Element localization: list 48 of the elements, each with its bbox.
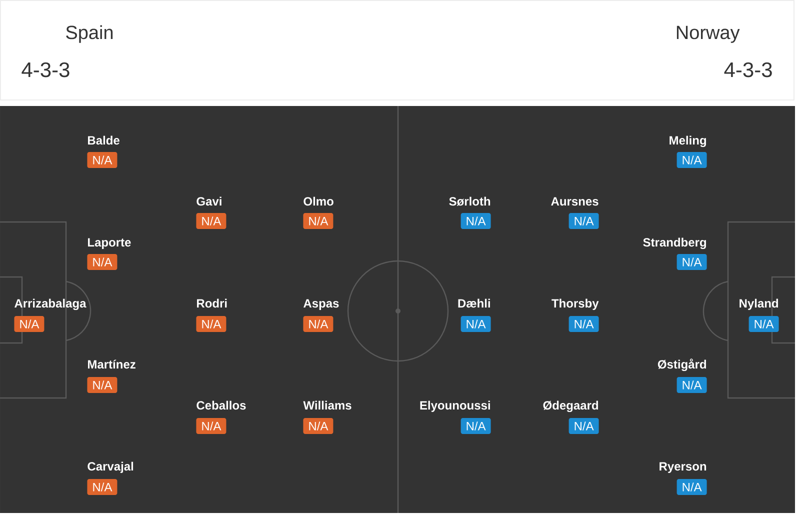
rating-badge: N/A (676, 152, 707, 168)
player-name: Balde (88, 136, 120, 145)
rating-badge: N/A (87, 152, 118, 168)
rating-badge: N/A (460, 418, 491, 434)
rating-badge: N/A (303, 418, 334, 434)
player-name: Rodri (197, 298, 227, 308)
team-name: Spain (66, 25, 113, 43)
player-name: Nyland (740, 298, 778, 310)
formation-label: 4-3-3 (724, 62, 772, 78)
player-name: Martínez (88, 360, 136, 369)
player-name: Ryerson (660, 462, 706, 473)
player-name: Laporte (88, 238, 131, 249)
rating-badge: N/A (14, 316, 44, 332)
player-name: Elyounoussi (420, 400, 490, 412)
player-name: Aursnes (551, 197, 598, 206)
rating-badge: N/A (87, 377, 118, 393)
player-name: Ceballos (196, 400, 246, 410)
player-name: Gavi (196, 196, 222, 206)
rating-badge: N/A (460, 213, 491, 229)
player-name: Thorsby (552, 298, 599, 310)
rating-badge: N/A (87, 479, 118, 495)
rating-badge: N/A (676, 254, 707, 270)
team-name: Norway (676, 26, 740, 43)
rating-badge: N/A (676, 479, 707, 495)
player-name: Carvajal (88, 462, 134, 473)
rating-badge: N/A (303, 316, 334, 332)
rating-badge: N/A (676, 377, 707, 393)
player-name: Meling (670, 136, 706, 148)
player-name: Strandberg (643, 238, 706, 250)
rating-badge: N/A (568, 316, 599, 332)
player-name: Østigård (658, 358, 706, 372)
rating-badge: N/A (303, 213, 334, 229)
rating-badge: N/A (196, 418, 226, 434)
player-name: Olmo (304, 196, 334, 206)
player-name: Arrizabalaga (14, 298, 86, 310)
player-name: Ødegaard (543, 400, 598, 412)
rating-badge: N/A (568, 213, 599, 229)
rating-badge: N/A (460, 316, 491, 332)
rating-badge: N/A (87, 254, 118, 270)
rating-badge: N/A (196, 316, 226, 332)
rating-badge: N/A (568, 418, 599, 434)
player-name: Aspas (304, 299, 339, 310)
rating-badge: N/A (196, 213, 226, 229)
player-name: Sørloth (449, 196, 490, 206)
formation-label: 4-3-3 (22, 62, 70, 78)
rating-badge: N/A (748, 316, 779, 332)
player-name: Williams (303, 400, 352, 410)
player-name: Dæhli (458, 298, 490, 308)
